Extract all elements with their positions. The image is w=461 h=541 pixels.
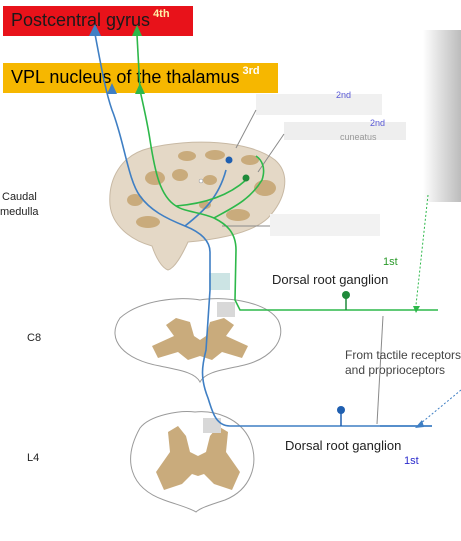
blue-nucleus-dot — [225, 156, 233, 164]
blue-arrowhead-gyrus — [89, 24, 101, 36]
blank-marker-c8-upper — [209, 273, 230, 290]
drg-lower-label: Dorsal root ganglion — [285, 438, 401, 453]
partial-2nd-label-a: 2nd — [336, 90, 351, 100]
caudal-label: Caudal — [2, 191, 37, 203]
gray-side-panel — [423, 30, 461, 202]
blue-pathway — [94, 33, 432, 427]
green-pathway — [136, 34, 438, 311]
drg-upper-label: Dorsal root ganglion — [272, 272, 388, 287]
green-dotted-pointer — [415, 194, 429, 306]
caudal-medulla-section — [109, 141, 286, 271]
partial-cuneatus-label: cuneatus — [340, 132, 377, 142]
l4-ganglion-dot — [337, 406, 345, 414]
blank-label-box-1 — [256, 94, 382, 115]
first-order-lower-label: 1st — [404, 455, 419, 467]
receptors-line-1: From tactile receptors — [345, 348, 461, 362]
blank-label-box-3 — [270, 214, 380, 236]
l4-label: L4 — [27, 452, 39, 464]
blue-dotted-pointer — [419, 389, 461, 425]
green-arrowhead-gyrus — [132, 25, 142, 36]
blank-marker-l4 — [203, 418, 221, 433]
l4-gray-matter — [156, 426, 240, 490]
vpl-order: 3rd — [242, 65, 260, 77]
receptors-line-2: and proprioceptors — [345, 363, 445, 377]
pointer-lines — [222, 109, 384, 425]
c8-gray-matter — [152, 318, 248, 360]
c8-spinal-cord — [114, 298, 282, 384]
medulla-label: medulla — [0, 206, 39, 218]
l4-spinal-cord — [130, 411, 255, 513]
green-arrowhead-thalamus — [135, 83, 145, 94]
medulla-gray-matter — [127, 150, 276, 228]
blank-marker-c8 — [217, 302, 235, 317]
postcentral-order: 4th — [153, 8, 170, 20]
first-order-upper-label: 1st — [383, 256, 398, 268]
c8-label: C8 — [27, 332, 41, 344]
vpl-thalamus-label: VPL nucleus of the thalamus — [11, 67, 240, 87]
c8-ganglion-dot — [342, 291, 350, 299]
blue-arrowhead-thalamus — [107, 83, 117, 94]
postcentral-gyrus-label: Postcentral gyrus — [11, 10, 151, 30]
blank-label-box-2 — [284, 122, 406, 140]
partial-2nd-label-b: 2nd — [370, 118, 385, 128]
green-nucleus-dot — [242, 174, 250, 182]
